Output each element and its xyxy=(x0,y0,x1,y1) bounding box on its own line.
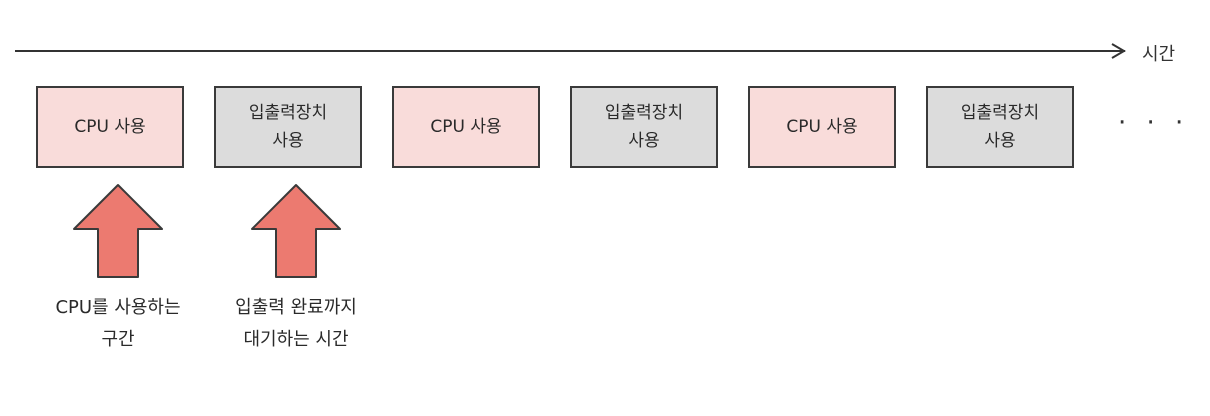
io-usage-block: 입출력장치 사용 xyxy=(214,86,362,168)
io-usage-block: 입출력장치 사용 xyxy=(570,86,718,168)
timeline-axis xyxy=(15,50,1125,52)
io-usage-block: 입출력장치 사용 xyxy=(926,86,1074,168)
cpu-usage-block: CPU 사용 xyxy=(36,86,184,168)
cpu-usage-block: CPU 사용 xyxy=(392,86,540,168)
up-arrow-icon xyxy=(250,183,342,279)
continuation-ellipsis: · · · xyxy=(1118,108,1190,138)
time-axis-label: 시간 xyxy=(1142,44,1176,65)
cpu-usage-block: CPU 사용 xyxy=(748,86,896,168)
cpu-interval-caption: CPU를 사용하는 구간 xyxy=(55,297,181,350)
io-wait-caption: 입출력 완료까지 대기하는 시간 xyxy=(235,297,357,350)
up-arrow-icon xyxy=(72,183,164,279)
